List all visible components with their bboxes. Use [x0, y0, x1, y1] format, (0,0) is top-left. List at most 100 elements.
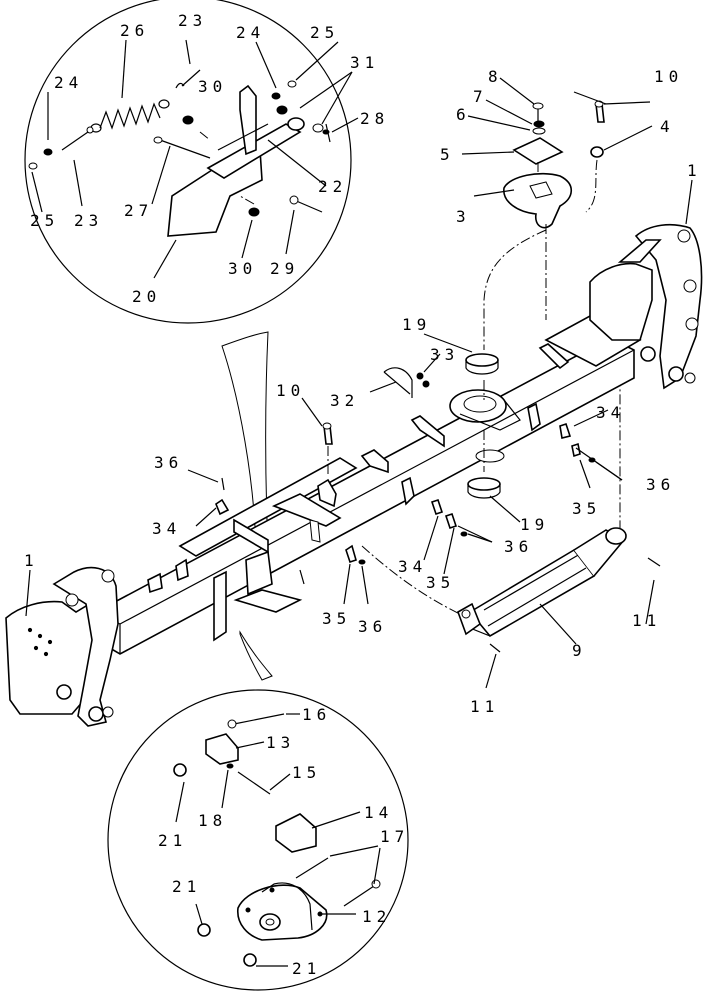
detail-pointer-bottom [239, 630, 273, 681]
callout-30-top: 30 [198, 77, 227, 96]
bolt-15 [237, 771, 271, 795]
callout-26: 26 [120, 21, 149, 40]
hitch-bracket-1-left [5, 566, 119, 727]
bearing-19-top [465, 353, 499, 367]
clip-34-left [215, 498, 230, 516]
callout-14: 14 [364, 803, 393, 822]
callout-35-mid: 35 [426, 573, 455, 592]
callout-18: 18 [198, 811, 227, 830]
washer-24-top [271, 92, 281, 100]
nut-4 [590, 146, 604, 158]
nut-33 [416, 372, 424, 380]
plate-5 [512, 137, 564, 165]
eyebolt-23-left [61, 131, 89, 151]
block-14 [275, 813, 317, 853]
block-13 [205, 733, 239, 765]
callout-25-left: 25 [30, 211, 59, 230]
bolt-16 [233, 713, 285, 725]
main-tube [95, 337, 635, 655]
callout-16: 16 [302, 705, 331, 724]
bolt-17-a [295, 857, 329, 879]
callout-34-left: 34 [152, 519, 181, 538]
callout-35-right: 35 [572, 499, 601, 518]
eyebolt-23-top [181, 69, 201, 87]
nut-21-mid [197, 923, 211, 937]
u-bolt-32 [383, 367, 413, 398]
nut-30-top [182, 115, 194, 125]
callout-15: 15 [292, 763, 321, 782]
callout-6: 6 [456, 105, 471, 124]
callout-24-left: 24 [54, 73, 83, 92]
callout-33: 33 [430, 345, 459, 364]
callout-29: 29 [270, 259, 299, 278]
main-frame [95, 315, 642, 655]
nut-21-top [173, 763, 187, 777]
spacer-18 [226, 763, 234, 769]
detail-circle-top [24, 0, 352, 324]
washer-24-left [43, 148, 53, 156]
swivel-plate-3 [503, 172, 573, 229]
callout-7: 7 [473, 87, 488, 106]
washer-6 [532, 127, 546, 135]
callout-3: 3 [456, 207, 471, 226]
jack-detail [107, 689, 409, 991]
callout-25-top: 25 [310, 23, 339, 42]
bolt-27 [159, 139, 211, 159]
callout-9: 9 [572, 641, 587, 660]
nut-25-top [287, 80, 297, 88]
callout-36-right: 36 [646, 475, 675, 494]
callout-19-bottom: 19 [520, 515, 549, 534]
callout-28: 28 [360, 109, 389, 128]
spring-part-26 [90, 99, 170, 133]
pin-11-bottom [489, 643, 501, 653]
callout-22: 22 [318, 177, 347, 196]
callout-36-left: 36 [154, 453, 183, 472]
callout-4: 4 [660, 117, 675, 136]
callout-10-top: 10 [654, 67, 683, 86]
callout-23-top: 23 [178, 11, 207, 30]
hitch-bracket-1-right [589, 223, 703, 390]
latch-lever-20 [167, 84, 305, 237]
bolt-29 [293, 199, 323, 213]
callout-1-right: 1 [687, 161, 702, 180]
callout-21-c: 21 [292, 959, 321, 978]
hydraulic-cylinder-9 [457, 527, 627, 638]
callout-30-bottom: 30 [228, 259, 257, 278]
clip-34-mid [430, 498, 444, 516]
callout-labels: 1 1 3 4 5 6 7 8 9 10 10 11 11 12 13 14 1… [24, 11, 702, 978]
callout-11-bottom: 11 [470, 697, 499, 716]
nut-30-bottom [248, 207, 260, 217]
callout-17: 17 [380, 827, 409, 846]
nut-21-bottom [243, 953, 257, 967]
callout-23-left: 23 [74, 211, 103, 230]
callout-10-mid: 10 [276, 381, 305, 400]
washer-7 [533, 120, 545, 128]
callout-31: 31 [350, 53, 379, 72]
callout-21-b: 21 [172, 877, 201, 896]
pin-11-right [647, 557, 661, 567]
callout-21-a: 21 [158, 831, 187, 850]
pin-28 [325, 123, 331, 143]
nut-25-left [28, 162, 38, 170]
callout-11-right: 11 [632, 611, 661, 630]
bearing-19-bottom [467, 477, 501, 491]
callout-20: 20 [132, 287, 161, 306]
callout-13: 13 [266, 733, 295, 752]
pin-36-left [221, 477, 225, 491]
callout-8: 8 [488, 67, 503, 86]
callout-36-mid: 36 [504, 537, 533, 556]
callout-19-top: 19 [402, 315, 431, 334]
callout-1-left: 1 [24, 551, 39, 570]
callout-12: 12 [362, 907, 391, 926]
spring-latch-detail [24, 0, 359, 324]
callout-34-mid: 34 [398, 557, 427, 576]
callout-24-top: 24 [236, 23, 265, 42]
bolt-17-b [343, 885, 375, 907]
callout-34-right: 34 [596, 403, 625, 422]
mount-12 [237, 882, 328, 941]
clip-34-right [559, 422, 572, 439]
detail-circle-bottom [107, 689, 409, 991]
callout-32: 32 [330, 391, 359, 410]
callout-36-bottom: 36 [358, 617, 387, 636]
